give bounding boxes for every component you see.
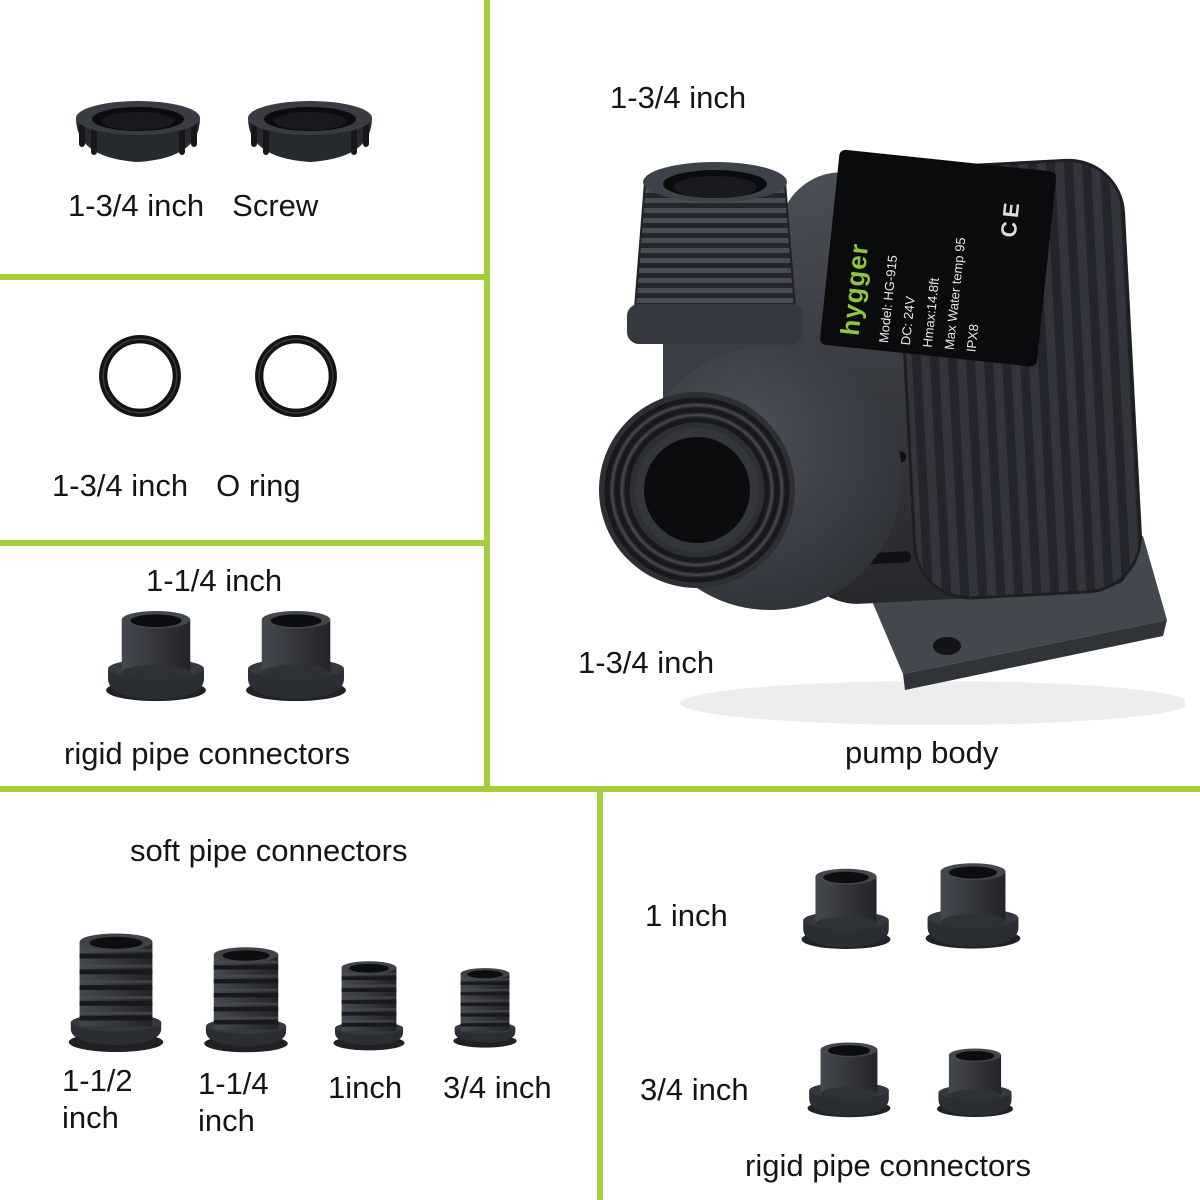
- soft-connector-graphic: [332, 958, 406, 1054]
- rigid-right-size1-label: 1 inch: [645, 898, 728, 933]
- sticker-line-ipx8: IPX8: [963, 323, 981, 353]
- rigid-left-size-label: 1-1/4 inch: [146, 563, 283, 598]
- rigid-connector-graphic: [102, 608, 210, 702]
- oring-size-label: 1-3/4 inch: [52, 468, 189, 503]
- rigid-left-caption: rigid pipe connectors: [64, 736, 351, 771]
- divider-vertical-bottom: [597, 792, 603, 1200]
- o-ring-graphic: [94, 330, 186, 422]
- rigid-connector-graphic: [798, 866, 894, 950]
- soft-connector-graphic: [66, 932, 166, 1054]
- divider-vertical-left: [484, 0, 490, 792]
- soft-connector-label: 3/4 inch: [443, 1070, 552, 1105]
- divider-horizontal-1: [0, 274, 487, 280]
- sticker-line-dc: DC: 24V: [898, 295, 918, 346]
- soft-connectors-title: soft pipe connectors: [130, 833, 408, 868]
- o-ring-graphic: [250, 330, 342, 422]
- pump-body-graphic: hygger Model: HG-915 DC: 24V Hmax:14.8ft…: [599, 149, 1185, 725]
- divider-horizontal-2: [0, 540, 487, 546]
- oring-section-label: 1-3/4 inch O ring: [52, 468, 301, 505]
- soft-connector-graphic: [452, 962, 518, 1054]
- sticker-ce-mark: CE: [996, 198, 1025, 239]
- rigid-connector-graphic: [242, 608, 350, 702]
- rigid-connector-graphic: [922, 860, 1024, 950]
- soft-connector-graphic: [202, 946, 290, 1054]
- divider-horizontal-3: [0, 786, 1200, 792]
- soft-connector-label: 1-1/4 inch: [198, 1066, 269, 1138]
- rigid-connector-graphic: [804, 1040, 894, 1118]
- sticker-line-hmax: Hmax:14.8ft: [920, 277, 942, 349]
- screw-collar-graphic: [240, 92, 380, 170]
- oring-name-label: O ring: [216, 468, 301, 503]
- pump-inlet-size-label: 1-3/4 inch: [578, 645, 715, 680]
- screw-size-label: 1-3/4 inch: [68, 188, 205, 223]
- rigid-right-size2-label: 3/4 inch: [640, 1072, 749, 1107]
- screw-collar-graphic: [68, 92, 208, 170]
- soft-connector-label: 1inch: [328, 1070, 403, 1105]
- rigid-connector-graphic: [934, 1046, 1016, 1118]
- soft-connector-label: 1-1/2 inch: [62, 1063, 133, 1135]
- screw-name-label: Screw: [232, 188, 319, 223]
- pump-caption: pump body: [845, 735, 999, 770]
- pump-outlet-size-label: 1-3/4 inch: [610, 80, 747, 115]
- rigid-right-caption: rigid pipe connectors: [745, 1148, 1032, 1183]
- screw-section-label: 1-3/4 inch Screw: [68, 188, 318, 225]
